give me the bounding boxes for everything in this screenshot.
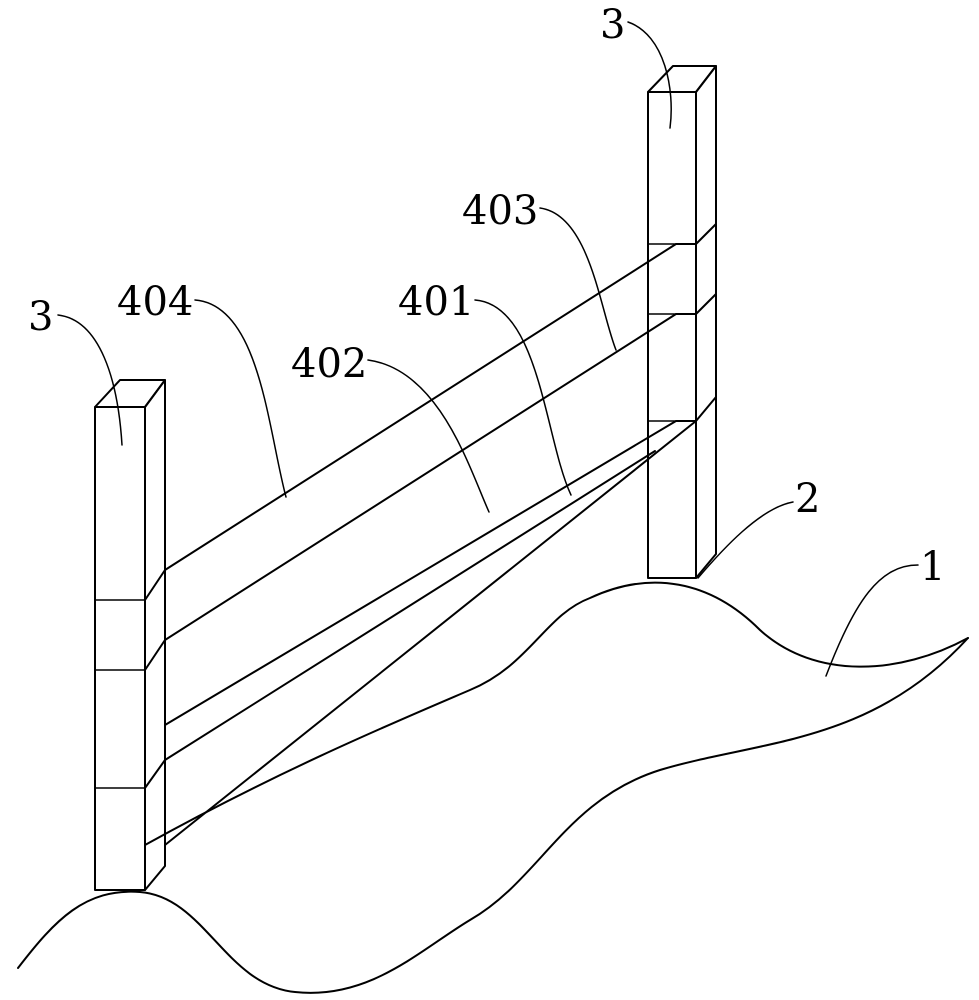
rail-bottom	[164, 420, 697, 846]
label-post-left: 3	[28, 294, 53, 340]
label-post-base: 2	[795, 476, 820, 522]
post-left-front-face	[94, 406, 146, 891]
ground-front-outline	[17, 637, 969, 994]
label-rail-402: 402	[291, 341, 367, 387]
rail-402	[164, 396, 717, 726]
leader-403	[539, 207, 617, 351]
rail-404	[144, 223, 717, 601]
ground-terrain	[17, 581, 969, 994]
leader-401	[474, 299, 572, 496]
ground-rear-outline	[144, 581, 969, 846]
post-left-side-face	[144, 379, 166, 891]
post-right-front-face	[647, 91, 697, 579]
post-left	[94, 379, 166, 891]
leader-lines	[57, 21, 919, 677]
leader-post-left	[57, 314, 123, 446]
leader-post-right	[627, 21, 672, 129]
label-rail-401: 401	[398, 279, 474, 325]
label-rail-404: 404	[117, 279, 193, 325]
rail-403	[144, 293, 717, 671]
label-ground: 1	[920, 544, 945, 590]
leader-ground	[825, 564, 919, 677]
post-right	[647, 65, 717, 579]
rail-401	[144, 450, 656, 789]
post-right-side-face	[695, 65, 717, 579]
leader-402	[367, 359, 490, 513]
leader-404	[194, 299, 287, 498]
rails	[144, 223, 717, 846]
leader-post-base	[697, 501, 794, 579]
label-rail-403: 403	[462, 188, 538, 234]
reference-labels: 3 3 404 402 401 403 2 1	[28, 2, 945, 590]
label-post-right: 3	[600, 2, 625, 48]
